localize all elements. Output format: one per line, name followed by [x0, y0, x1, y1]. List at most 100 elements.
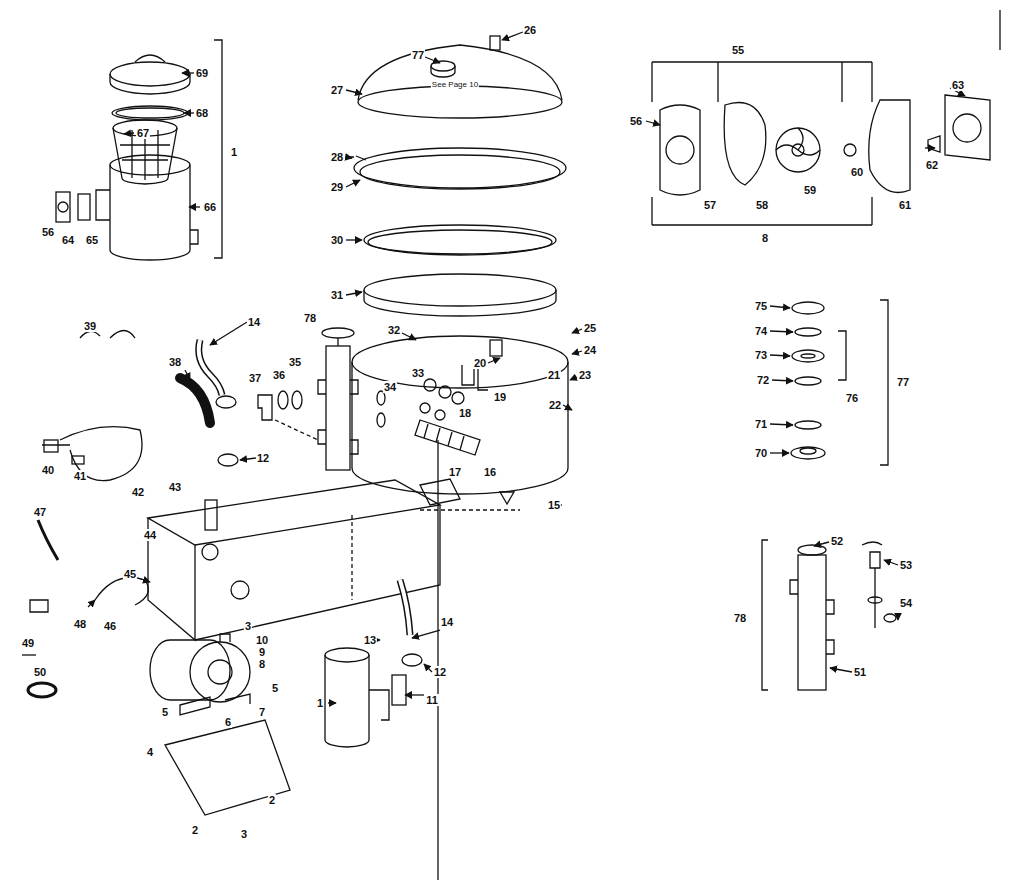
callout-number: 69: [195, 67, 209, 79]
callout-number: 12: [256, 452, 270, 464]
callout-number: 28: [330, 151, 344, 163]
bracket: [652, 197, 872, 225]
callout-number: 62: [925, 159, 939, 171]
leader-lines: [88, 32, 965, 703]
bracket: [214, 40, 222, 258]
callout-number: 55: [731, 44, 745, 56]
callout-number: 12: [433, 666, 447, 678]
callout-number: 75: [754, 300, 768, 312]
callout-number: 31: [330, 289, 344, 301]
callout-number: 16: [483, 466, 497, 478]
callout-number: 77: [411, 49, 425, 61]
o-ring: [364, 225, 556, 255]
callout-number: 53: [899, 559, 913, 571]
callout-number: 5: [271, 682, 279, 694]
callout-number: 59: [803, 184, 817, 196]
callout-number: 7: [258, 706, 266, 718]
band-ring: [364, 274, 556, 306]
callout-number: 40: [41, 464, 55, 476]
callout-number: 37: [248, 372, 262, 384]
callout-number: 3: [244, 620, 252, 632]
clamp-ring: [354, 148, 566, 188]
callout-number: 77: [896, 376, 910, 388]
callout-number: 78: [303, 312, 317, 324]
bracket: [652, 62, 872, 102]
callout-number: 29: [330, 181, 344, 193]
callout-number: 48: [73, 618, 87, 630]
callout-number: 43: [168, 481, 182, 493]
pump-motor: [150, 634, 250, 702]
callout-number: 3: [240, 828, 248, 840]
filter-lid: [358, 36, 562, 118]
callout-number: 14: [247, 316, 261, 328]
callout-number: 70: [754, 447, 768, 459]
callout-number: 54: [899, 597, 913, 609]
strainer: [56, 55, 198, 260]
callout-number: 57: [703, 199, 717, 211]
callout-number: 2: [268, 794, 276, 806]
callout-number: 22: [548, 399, 562, 411]
callout-number: 67: [136, 127, 150, 139]
divider: [437, 440, 438, 880]
callout-number: 8: [258, 658, 266, 670]
callout-number: 20: [473, 357, 487, 369]
seal-stack: [791, 302, 825, 459]
callout-number: 72: [756, 374, 770, 386]
callout-number: 13: [363, 634, 377, 646]
callout-number: 36: [272, 369, 286, 381]
callout-number: 6: [224, 716, 232, 728]
callout-number: 56: [629, 115, 643, 127]
callout-number: 65: [85, 234, 99, 246]
callout-number: 41: [73, 470, 87, 482]
callout-number: 60: [850, 166, 864, 178]
callout-number: 42: [131, 486, 145, 498]
callout-number: 10: [255, 634, 269, 646]
callout-number: 27: [330, 84, 344, 96]
base-cabinet: [148, 480, 440, 640]
callout-number: 30: [330, 234, 344, 246]
callout-number: 5: [161, 706, 169, 718]
multiport-valve: [318, 328, 358, 470]
bracket: [838, 300, 888, 465]
callout-number: 18: [458, 407, 472, 419]
callout-number: 14: [440, 616, 454, 628]
callout-number: 33: [411, 367, 425, 379]
callout-number: 35: [288, 356, 302, 368]
callout-number: 9: [258, 646, 266, 658]
valve-detail: [790, 542, 896, 690]
callout-number: 66: [203, 201, 217, 213]
callout-number: 11: [425, 694, 439, 706]
callout-number: 51: [853, 666, 867, 678]
callout-number: 45: [123, 568, 137, 580]
callout-number: 19: [493, 391, 507, 403]
callout-number: 38: [168, 356, 182, 368]
callout-number: 52: [830, 535, 844, 547]
bracket: [762, 540, 768, 690]
callout-number: 21: [547, 369, 561, 381]
callout-number: 2: [191, 824, 199, 836]
callout-number: 46: [103, 620, 117, 632]
base-plate: [165, 720, 290, 815]
callout-number: 17: [448, 466, 462, 478]
callout-number: 61: [898, 199, 912, 211]
callout-number: 8: [761, 232, 769, 244]
callout-number: 1: [316, 697, 324, 709]
callout-number: 58: [755, 199, 769, 211]
callout-number: 15: [547, 499, 561, 511]
callout-number: 4: [146, 746, 154, 758]
callout-number: 49: [21, 637, 35, 649]
callout-number: 39: [83, 320, 97, 332]
callout-number: 32: [387, 324, 401, 336]
filter-tank: [352, 336, 568, 505]
callout-number: 47: [33, 506, 47, 518]
callout-number: 26: [523, 24, 537, 36]
callout-number: 74: [754, 325, 768, 337]
callout-number: 56: [41, 226, 55, 238]
callout-number: 71: [754, 418, 768, 430]
callout-number: 23: [578, 369, 592, 381]
callout-number: 24: [583, 344, 597, 356]
callout-number: 78: [733, 612, 747, 624]
callout-number: 76: [845, 392, 859, 404]
callout-number: 73: [754, 349, 768, 361]
